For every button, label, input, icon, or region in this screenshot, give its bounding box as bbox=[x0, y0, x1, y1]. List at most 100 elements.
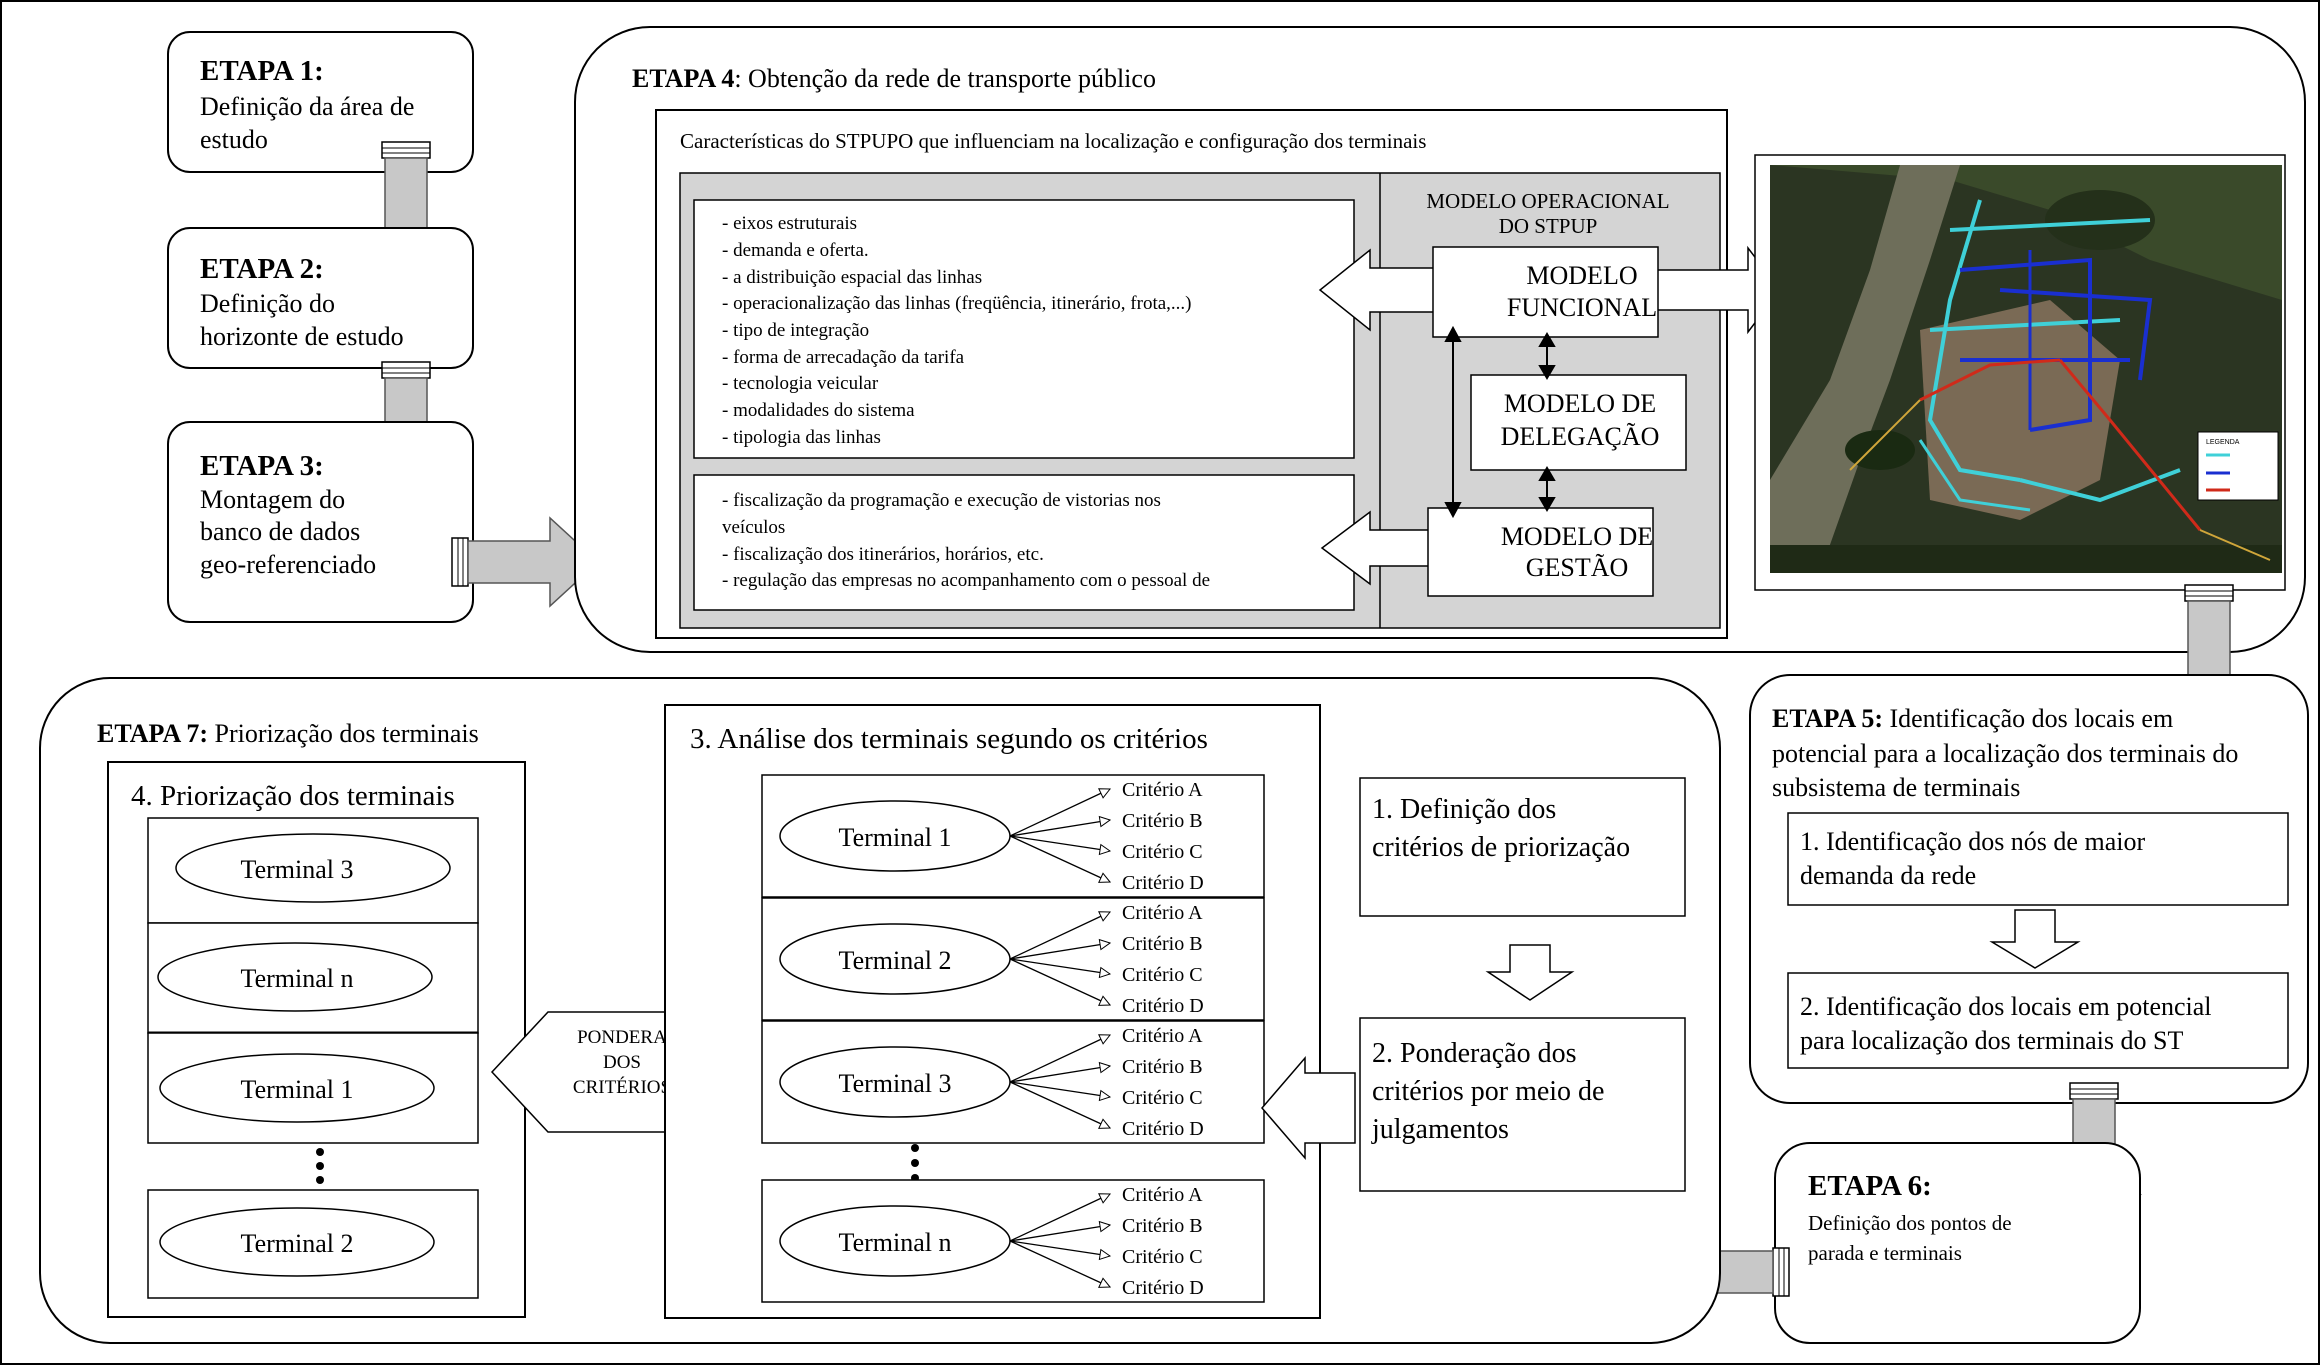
modelo-delegacao-box bbox=[1470, 374, 1687, 471]
criteria-arrow bbox=[1009, 1065, 1111, 1083]
etapa7-heading: ETAPA 7: Priorização dos terminais bbox=[97, 719, 479, 748]
criterio-label: Critério D bbox=[1122, 995, 1204, 1017]
criterio-label: Critério A bbox=[1122, 902, 1203, 924]
etapa4-subtitle: : Obtenção da rede de transporte público bbox=[734, 64, 1156, 93]
criteria-arrow bbox=[1009, 788, 1111, 837]
gestao-item: - fiscalização da programação e execução… bbox=[722, 490, 1161, 511]
etapa3-line3: geo-referenciado bbox=[200, 550, 376, 579]
criteria-arrowhead bbox=[1098, 843, 1112, 856]
etapa5-subtitle-3: subsistema de terminais bbox=[1772, 773, 2020, 802]
criteria-arrowhead bbox=[1098, 1220, 1112, 1233]
etapa5-title: ETAPA 5: bbox=[1772, 704, 1883, 733]
gestao-item: veículos bbox=[722, 517, 785, 538]
priorizacao-title: 4. Priorização dos terminais bbox=[131, 780, 455, 812]
criteria-arrow bbox=[1009, 942, 1111, 960]
arrow-def-to-pond bbox=[1485, 944, 1575, 1001]
criteria-arrow bbox=[1009, 1240, 1111, 1257]
etapa5-heading: ETAPA 5: Identificação dos locais em bbox=[1772, 704, 2173, 733]
ponderacao-line3: CRITÉRIOS bbox=[573, 1076, 671, 1098]
criteria-arrow bbox=[1009, 911, 1111, 960]
stpupo-title: Características do STPUPO que influencia… bbox=[680, 129, 1426, 153]
modelo-operacional-title-1: MODELO OPERACIONAL bbox=[1426, 189, 1669, 213]
criteria-arrowhead bbox=[1098, 1089, 1112, 1102]
modelo-funcional-line2: FUNCIONAL bbox=[1507, 293, 1657, 322]
terminal-criteria-rows: Terminal 1 Critério A Critério B Critério C… bbox=[761, 774, 1265, 1303]
functional-item: - modalidades do sistema bbox=[722, 400, 915, 421]
criterio-label: Critério D bbox=[1122, 1277, 1204, 1299]
criterio-label: Critério A bbox=[1122, 1025, 1203, 1047]
terminal-label: Terminal 3 bbox=[839, 1069, 952, 1098]
etapa2-line1: Definição do bbox=[200, 289, 335, 318]
modelo-funcional-box bbox=[1432, 246, 1659, 338]
criterio-label: Critério B bbox=[1122, 1056, 1203, 1078]
etapa7-subtitle: Priorização dos terminais bbox=[208, 719, 479, 748]
criteria-arrowhead bbox=[1098, 966, 1112, 979]
analise-title: 3. Análise dos terminais segundo os crit… bbox=[690, 723, 1208, 755]
criteria-arrow bbox=[1009, 835, 1111, 852]
etapa5-step1-line2: demanda da rede bbox=[1800, 861, 1976, 890]
etapa5-subtitle-2: potencial para a localização dos termina… bbox=[1772, 739, 2238, 768]
ranked-terminal: Terminal 3 bbox=[241, 855, 354, 884]
ranked-terminal: Terminal n bbox=[241, 964, 354, 993]
criteria-arrowhead bbox=[1098, 1193, 1112, 1204]
criteria-arrowhead bbox=[1098, 815, 1112, 828]
criteria-arrow bbox=[1009, 835, 1111, 883]
ponderacao-criterios-line2: critérios por meio de bbox=[1372, 1076, 1604, 1107]
etapa5-step2-line1: 2. Identificação dos locais em potencial bbox=[1800, 992, 2212, 1021]
functional-item: - forma de arrecadação da tarifa bbox=[722, 347, 965, 368]
criteria-arrow bbox=[1009, 819, 1111, 837]
etapa3-line1: Montagem do bbox=[200, 485, 345, 514]
arrow-pond-to-analise bbox=[1261, 1055, 1356, 1161]
etapa5-box: ETAPA 5: Identificação dos locais em pot… bbox=[1749, 674, 2309, 1104]
model-connectors bbox=[1444, 325, 1556, 519]
definicao-criterios-box bbox=[1359, 777, 1686, 917]
etapa1-title: ETAPA 1: bbox=[200, 55, 324, 87]
modelo-gestao-line2: GESTÃO bbox=[1526, 553, 1629, 582]
etapa4-title: ETAPA 4 bbox=[632, 64, 734, 93]
modelo-gestao-line1: MODELO DE bbox=[1501, 522, 1653, 551]
ranked-terminal: Terminal 2 bbox=[241, 1229, 354, 1258]
modelo-gestao-box bbox=[1427, 507, 1654, 597]
etapa3-line2: banco de dados bbox=[200, 517, 360, 546]
gestao-item: - fiscalização dos itinerários, horários… bbox=[722, 544, 1044, 565]
terminal-label: Terminal 1 bbox=[839, 823, 952, 852]
functional-list: - eixos estruturais - demanda e oferta. … bbox=[722, 213, 1192, 448]
criteria-arrowhead bbox=[1098, 872, 1112, 883]
functional-item: - eixos estruturais bbox=[722, 213, 857, 234]
criteria-arrow bbox=[1009, 1081, 1111, 1129]
etapa2-line2: horizonte de estudo bbox=[200, 322, 404, 351]
modelo-delegacao-line2: DELEGAÇÃO bbox=[1501, 422, 1660, 451]
criteria-arrowhead bbox=[1098, 1034, 1112, 1045]
modelo-delegacao-line1: MODELO DE bbox=[1504, 389, 1656, 418]
arrow-funcional-left bbox=[1318, 248, 1436, 332]
criteria-arrowhead bbox=[1098, 1061, 1112, 1074]
criterio-label: Critério C bbox=[1122, 964, 1203, 986]
ranked-list: Terminal 3 Terminal n Terminal 1 Termina… bbox=[147, 817, 479, 1299]
criterio-label: Critério A bbox=[1122, 1184, 1203, 1206]
etapa4-heading: ETAPA 4: Obtenção da rede de transporte … bbox=[632, 64, 1156, 93]
criteria-arrowhead bbox=[1098, 1248, 1112, 1261]
network-map: LEGENDA bbox=[1754, 154, 2286, 591]
etapa5-step2-line2: para localização dos terminais do ST bbox=[1800, 1026, 2183, 1055]
terminal-label: Terminal 2 bbox=[839, 946, 952, 975]
etapa2-title: ETAPA 2: bbox=[200, 253, 324, 285]
criteria-arrowhead bbox=[1098, 938, 1112, 951]
criteria-arrowhead bbox=[1098, 1118, 1112, 1129]
etapa7-title: ETAPA 7: bbox=[97, 719, 208, 748]
definicao-criterios-line1: 1. Definição dos bbox=[1372, 794, 1556, 825]
criterio-label: Critério D bbox=[1122, 1118, 1204, 1140]
ponderacao-criterios-line3: julgamentos bbox=[1371, 1114, 1509, 1145]
etapa6-line2: parada e terminais bbox=[1808, 1241, 1962, 1265]
etapa5-subtitle-1: Identificação dos locais em bbox=[1883, 704, 2173, 733]
terminal-label: Terminal n bbox=[839, 1228, 952, 1257]
ponderacao-line2: DOS bbox=[603, 1052, 641, 1073]
functional-item: - a distribuição espacial das linhas bbox=[722, 267, 982, 288]
etapa5-step1-box bbox=[1787, 812, 2289, 906]
etapa3-title: ETAPA 3: bbox=[200, 450, 324, 482]
criteria-arrowhead bbox=[1098, 911, 1112, 922]
criteria-arrow bbox=[1009, 1193, 1111, 1242]
etapa1-line2: estudo bbox=[200, 125, 268, 154]
criteria-arrowhead bbox=[1098, 995, 1112, 1006]
functional-item: - demanda e oferta. bbox=[722, 240, 869, 261]
